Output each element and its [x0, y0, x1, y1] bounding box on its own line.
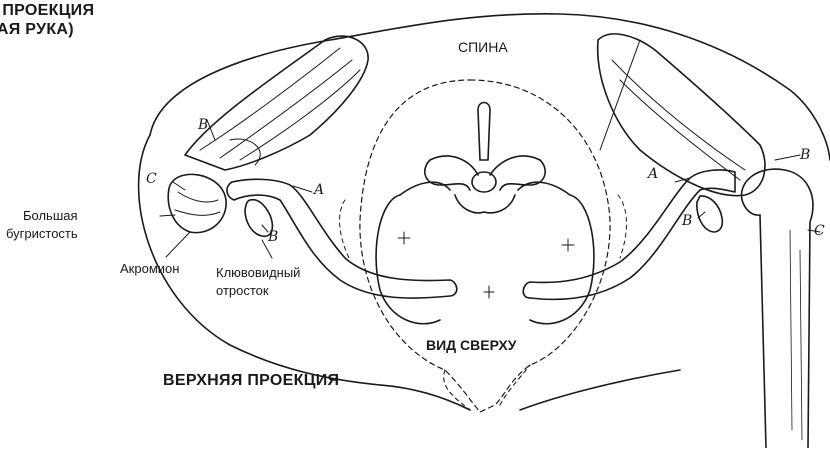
- letter-b-right-bottom: B: [682, 214, 692, 229]
- torso-dashed-outline: [360, 80, 610, 412]
- ribcage-dashed-right: [618, 195, 627, 258]
- back-label: СПИНА: [458, 40, 508, 55]
- ribcage-dashed-left: [340, 200, 350, 260]
- left-humeral-head: [168, 174, 226, 232]
- view-label: ВИД СВЕРХУ: [426, 338, 516, 353]
- letter-b-left-top: B: [198, 118, 208, 133]
- right-humerus: [742, 169, 813, 448]
- left-scapula: [185, 36, 368, 170]
- page-title: ЯЯ ПРОЕКЦИЯ АВАЯ РУКА): [0, 1, 94, 39]
- coracoid-label-line-1: Клювовидный: [216, 265, 300, 280]
- projection-label: ВЕРХНЯЯ ПРОЕКЦИЯ: [163, 373, 339, 388]
- body-outline: [150, 14, 830, 160]
- right-coracoid: [697, 196, 722, 232]
- acromion-label: Акромион: [120, 261, 179, 276]
- vertebra: [376, 103, 594, 324]
- right-clavicle: [523, 170, 735, 299]
- body-outline-left: [139, 135, 380, 385]
- body-outline-bottom: [380, 370, 680, 410]
- coracoid-label-line-2: отросток: [216, 283, 269, 298]
- letter-b-left-bottom: B: [268, 230, 278, 245]
- title-line-2: АВАЯ РУКА): [0, 20, 94, 39]
- letter-a-left: A: [314, 183, 324, 198]
- right-scapula: [598, 34, 765, 196]
- greater-tuberosity-line-1: Большая: [23, 208, 78, 223]
- letter-c-right: C: [814, 224, 825, 239]
- title-line-1: ЯЯ ПРОЕКЦИЯ: [0, 1, 94, 20]
- greater-tuberosity-line-2: бугристость: [6, 226, 78, 241]
- letter-a-right: A: [648, 167, 658, 182]
- letter-b-right-top: B: [800, 148, 810, 163]
- letter-c-left: C: [146, 172, 157, 187]
